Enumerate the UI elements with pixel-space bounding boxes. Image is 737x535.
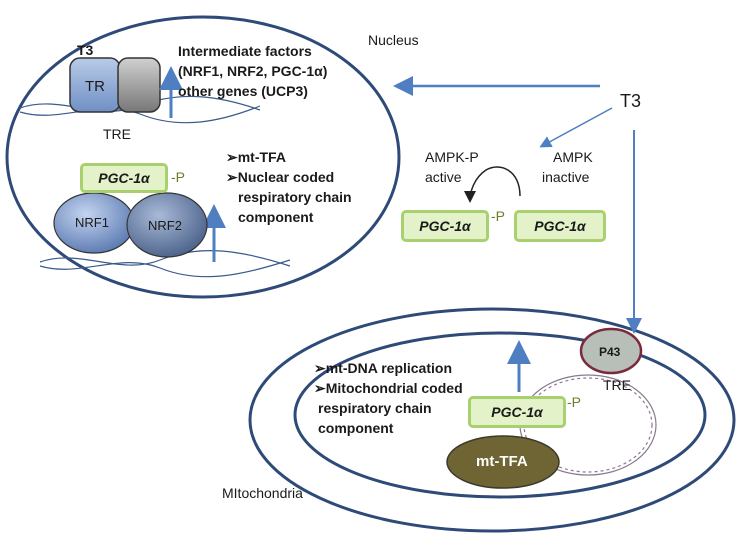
phospho-active: -P <box>491 208 505 224</box>
p43-label: P43 <box>599 345 621 359</box>
mito-target-1: ➢mt-DNA replication <box>314 360 452 376</box>
ampk-p-label-1: AMPK-P <box>425 149 479 165</box>
nucleus-membrane <box>5 15 401 299</box>
intermediate-factors-line-1: Intermediate factors <box>178 43 312 59</box>
nrf1-label: NRF1 <box>75 215 109 230</box>
nuclear-target-4: component <box>238 209 314 225</box>
mito-target-3: respiratory chain <box>318 400 432 416</box>
mt-tfa-protein <box>446 435 560 489</box>
p43-receptor <box>579 327 643 375</box>
phospho-nucleus: -P <box>171 169 185 185</box>
pgc1a-mito: PGC-1α <box>468 396 566 428</box>
tr-label: TR <box>85 78 105 95</box>
intermediate-factors-line-2: (NRF1, NRF2, PGC-1α) <box>178 63 328 79</box>
mitochondria-inner-membrane <box>293 331 707 499</box>
t3-label: T3 <box>620 91 642 111</box>
dna-strand-bottom <box>39 249 291 278</box>
rxr-partner <box>117 57 161 113</box>
nuclear-target-2: ➢Nuclear coded <box>226 169 335 185</box>
t3-to-ampk-arrow <box>539 107 613 148</box>
mitochondria-label: MItochondria <box>222 485 303 501</box>
phospho-mito: -P <box>567 394 581 410</box>
ampk-label-1: AMPK <box>553 149 593 165</box>
pgc1a-nucleus: PGC-1α <box>80 163 168 193</box>
nucleus-label: Nucleus <box>368 32 419 48</box>
tre-mito-label: TRE <box>603 377 631 393</box>
ampk-label-2: inactive <box>542 169 590 185</box>
pgc1a-active: PGC-1α <box>401 210 489 242</box>
mitochondria-outer-membrane <box>248 307 736 533</box>
ampk-p-label-2: active <box>425 169 462 185</box>
mito-target-2: ➢Mitochondrial coded <box>314 380 463 396</box>
nuclear-target-3: respiratory chain <box>238 189 352 205</box>
nrf2-label: NRF2 <box>148 218 182 233</box>
tre-nucleus-label: TRE <box>103 126 131 142</box>
intermediate-factors-line-3: other genes (UCP3) <box>178 83 308 99</box>
mito-target-4: component <box>318 420 394 436</box>
nuclear-target-1: ➢mt-TFA <box>226 149 286 165</box>
mt-tfa-label: mt-TFA <box>476 453 528 470</box>
pgc1a-inactive: PGC-1α <box>514 210 606 242</box>
t3-nucleus-label: T3 <box>77 42 94 58</box>
ampk-activation-arrow <box>464 166 521 203</box>
nrf2-protein <box>126 192 208 258</box>
